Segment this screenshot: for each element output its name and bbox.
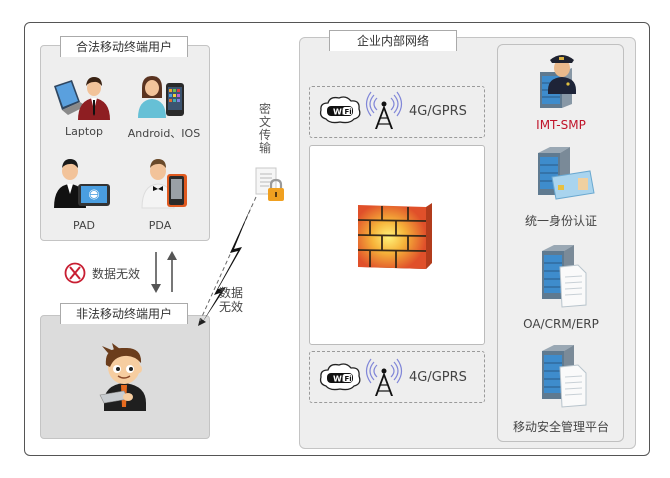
illegal-users-panel [40, 315, 210, 439]
server-label-oa-crm-erp: OA/CRM/ERP [523, 317, 599, 331]
guard-server-icon [536, 50, 578, 112]
illegal-users-title: 非法移动终端用户 [60, 303, 188, 324]
device-label-pda: PDA [148, 219, 172, 232]
hacker-user-icon [94, 343, 152, 411]
bottom-access-box [309, 351, 485, 403]
top-access-box [309, 86, 485, 138]
smartphone-user-icon [136, 74, 188, 120]
lightning-link-icon [196, 195, 266, 325]
server-label-imt-smp: IMT-SMP [536, 118, 586, 132]
lightning-invalid-label: 数据无效 [219, 286, 244, 314]
encrypted-document-lock-icon [254, 167, 286, 205]
signal-tower-icon [365, 91, 403, 130]
server-label-identity-auth: 统一身份认证 [524, 214, 597, 228]
enterprise-network-title: 企业内部网络 [329, 30, 457, 51]
server-label-mobile-security-platform: 移动安全管理平台 [512, 420, 609, 434]
svg-text:Fi: Fi [345, 375, 352, 383]
svg-text:Wi: Wi [333, 108, 345, 117]
device-label-pad: PAD [73, 219, 95, 232]
legal-users-panel [40, 45, 210, 241]
id-card-server-icon [534, 145, 596, 201]
firewall-icon [356, 203, 436, 271]
svg-text:Fi: Fi [345, 108, 352, 116]
arrow-up-icon [166, 250, 178, 292]
bottom-network-label: 4G/GPRS [409, 370, 467, 385]
arrow-down-icon [150, 252, 162, 294]
device-label-android-ios: Android、IOS [127, 127, 201, 140]
wifi-cloud-icon: Wi Fi [318, 95, 362, 125]
svg-text:Wi: Wi [333, 375, 345, 384]
laptop-user-icon [52, 74, 114, 120]
tablet-user-icon [52, 158, 114, 208]
document-server-icon [540, 345, 590, 408]
pda-user-icon [140, 156, 190, 209]
document-server-icon [540, 245, 590, 308]
wifi-cloud-icon: Wi Fi [318, 362, 362, 392]
invalid-x-icon [64, 262, 86, 284]
legal-users-title: 合法移动终端用户 [60, 36, 188, 57]
encrypted-transfer-label: 密文传输 [258, 102, 271, 155]
device-label-laptop: Laptop [65, 125, 103, 138]
top-network-label: 4G/GPRS [409, 104, 467, 119]
signal-tower-icon [365, 358, 403, 397]
invalid-data-label: 数据无效 [92, 267, 141, 281]
